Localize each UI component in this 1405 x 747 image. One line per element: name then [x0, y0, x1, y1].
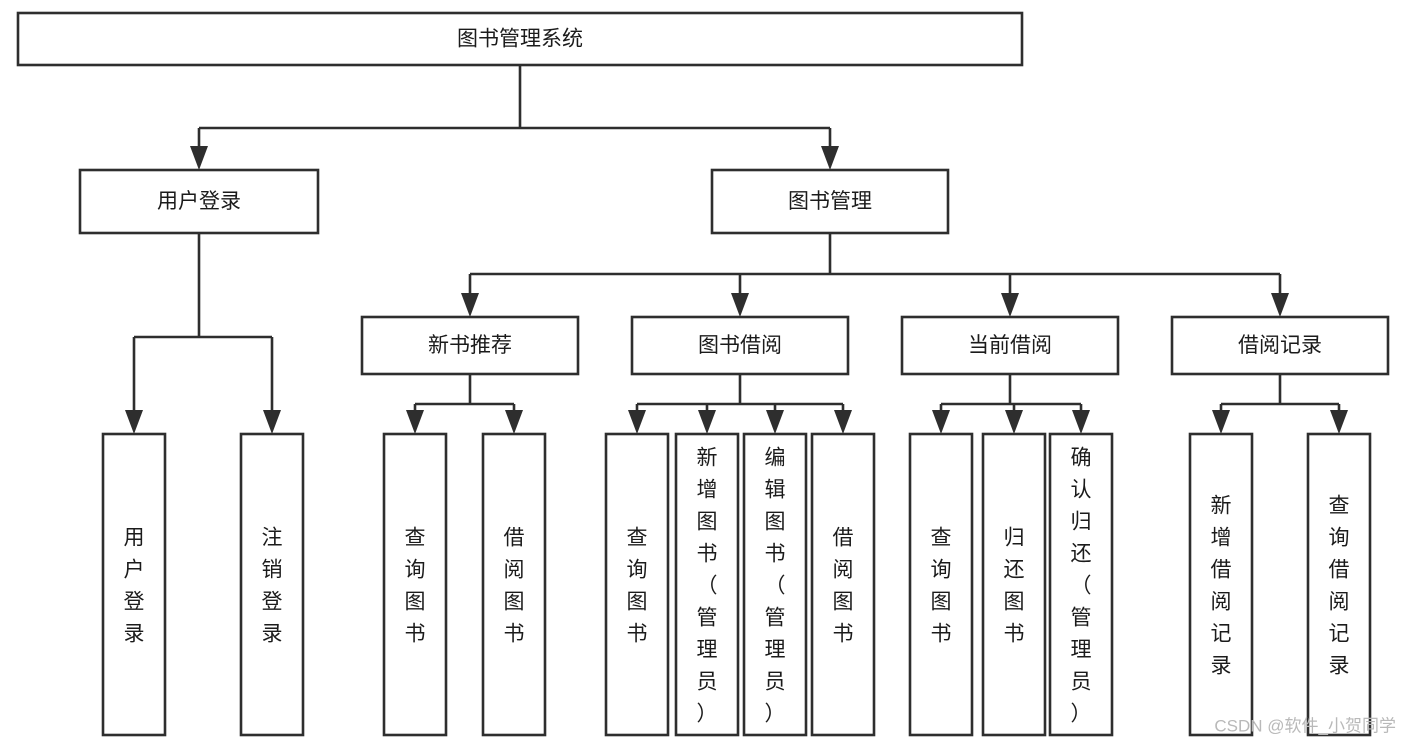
arrow-head-icon: [1271, 293, 1289, 317]
csdn-watermark: CSDN @软件_小贺同学: [1214, 716, 1396, 735]
node-l3-图书借阅-1[interactable]: 图书借阅: [630, 315, 850, 376]
node-box-outline: [239, 432, 305, 737]
node-leaf-注销登录-1[interactable]: 注销登录: [239, 432, 305, 737]
arrow-head-icon: [1330, 410, 1348, 434]
arrow-head-icon: [406, 410, 424, 434]
connector-layer: [125, 65, 1348, 434]
node-l2-用户登录-0[interactable]: 用户登录: [78, 168, 320, 235]
arrow-head-icon: [1212, 410, 1230, 434]
node-label: 用户登录: [124, 527, 145, 646]
node-box-outline: [360, 315, 580, 376]
node-box-outline: [481, 432, 547, 737]
arrow-head-icon: [461, 293, 479, 317]
node-box-outline: [810, 432, 876, 737]
node-box-outline: [1170, 315, 1390, 376]
arrow-head-icon: [731, 293, 749, 317]
node-box-outline: [101, 432, 167, 737]
arrow-head-icon: [190, 146, 208, 170]
node-label: 图书借阅: [698, 334, 782, 357]
node-leaf-编辑图书管理员-6[interactable]: 编辑图书（管理员）: [742, 432, 808, 737]
node-label: 注销登录: [262, 527, 283, 646]
node-label: 新书推荐: [428, 334, 512, 357]
node-leaf-查询图书-8[interactable]: 查询图书: [908, 432, 974, 737]
node-label: 查询借阅记录: [1329, 495, 1350, 678]
node-l3-当前借阅-2[interactable]: 当前借阅: [900, 315, 1120, 376]
node-label: 当前借阅: [968, 334, 1052, 357]
node-box-outline: [908, 432, 974, 737]
node-leaf-新增图书管理员-5[interactable]: 新增图书（管理员）: [674, 432, 740, 737]
node-label: 图书管理系统: [457, 28, 583, 51]
node-leaf-归还图书-9[interactable]: 归还图书: [981, 432, 1047, 737]
node-box-outline: [742, 432, 808, 737]
node-box-outline: [604, 432, 670, 737]
node-leaf-确认归还管理员-10[interactable]: 确认归还（管理员）: [1048, 432, 1114, 737]
node-leaf-新增借阅记录-11[interactable]: 新增借阅记录: [1188, 432, 1254, 737]
arrow-head-icon: [125, 410, 143, 434]
arrow-head-icon: [1005, 410, 1023, 434]
node-label: 借阅记录: [1238, 334, 1322, 357]
node-label: 确认归还（管理员）: [1071, 447, 1092, 726]
arrow-head-icon: [1072, 410, 1090, 434]
node-label: 图书管理: [788, 190, 872, 213]
node-l2-图书管理-1[interactable]: 图书管理: [710, 168, 950, 235]
node-leaf-借阅图书-3[interactable]: 借阅图书: [481, 432, 547, 737]
node-box-outline: [78, 168, 320, 235]
node-label: 新增借阅记录: [1211, 495, 1232, 678]
node-box-outline: [981, 432, 1047, 737]
node-label: 查询图书: [405, 527, 426, 646]
arrow-head-icon: [628, 410, 646, 434]
node-leaf-查询图书-2[interactable]: 查询图书: [382, 432, 448, 737]
node-box-outline: [382, 432, 448, 737]
arrow-head-icon: [1001, 293, 1019, 317]
node-label: 借阅图书: [504, 527, 525, 646]
node-label: 查询图书: [931, 527, 952, 646]
node-label: 查询图书: [627, 527, 648, 646]
node-leaf-借阅图书-7[interactable]: 借阅图书: [810, 432, 876, 737]
node-label: 新增图书（管理员）: [697, 447, 718, 726]
node-label: 用户登录: [157, 190, 241, 213]
node-box-outline: [1306, 432, 1372, 737]
node-label: 编辑图书（管理员）: [765, 447, 786, 726]
node-l3-借阅记录-3[interactable]: 借阅记录: [1170, 315, 1390, 376]
node-box-outline: [674, 432, 740, 737]
arrow-head-icon: [834, 410, 852, 434]
node-box-outline: [900, 315, 1120, 376]
arrow-head-icon: [932, 410, 950, 434]
node-leaf-查询图书-4[interactable]: 查询图书: [604, 432, 670, 737]
node-l3-新书推荐-0[interactable]: 新书推荐: [360, 315, 580, 376]
node-root-图书管理系统-0[interactable]: 图书管理系统: [16, 11, 1024, 67]
node-box-outline: [630, 315, 850, 376]
node-box-outline: [1188, 432, 1254, 737]
node-label: 借阅图书: [833, 527, 854, 646]
node-box-outline: [1048, 432, 1114, 737]
node-box-outline: [710, 168, 950, 235]
node-leaf-用户登录-0[interactable]: 用户登录: [101, 432, 167, 737]
node-leaf-查询借阅记录-12[interactable]: 查询借阅记录: [1306, 432, 1372, 737]
node-box-outline: [16, 11, 1024, 67]
node-label: 归还图书: [1004, 527, 1025, 646]
arrow-head-icon: [698, 410, 716, 434]
arrow-head-icon: [766, 410, 784, 434]
arrow-head-icon: [505, 410, 523, 434]
arrow-head-icon: [263, 410, 281, 434]
node-layer: 图书管理系统用户登录图书管理新书推荐图书借阅当前借阅借阅记录用户登录注销登录查询…: [16, 11, 1390, 737]
arrow-head-icon: [821, 146, 839, 170]
